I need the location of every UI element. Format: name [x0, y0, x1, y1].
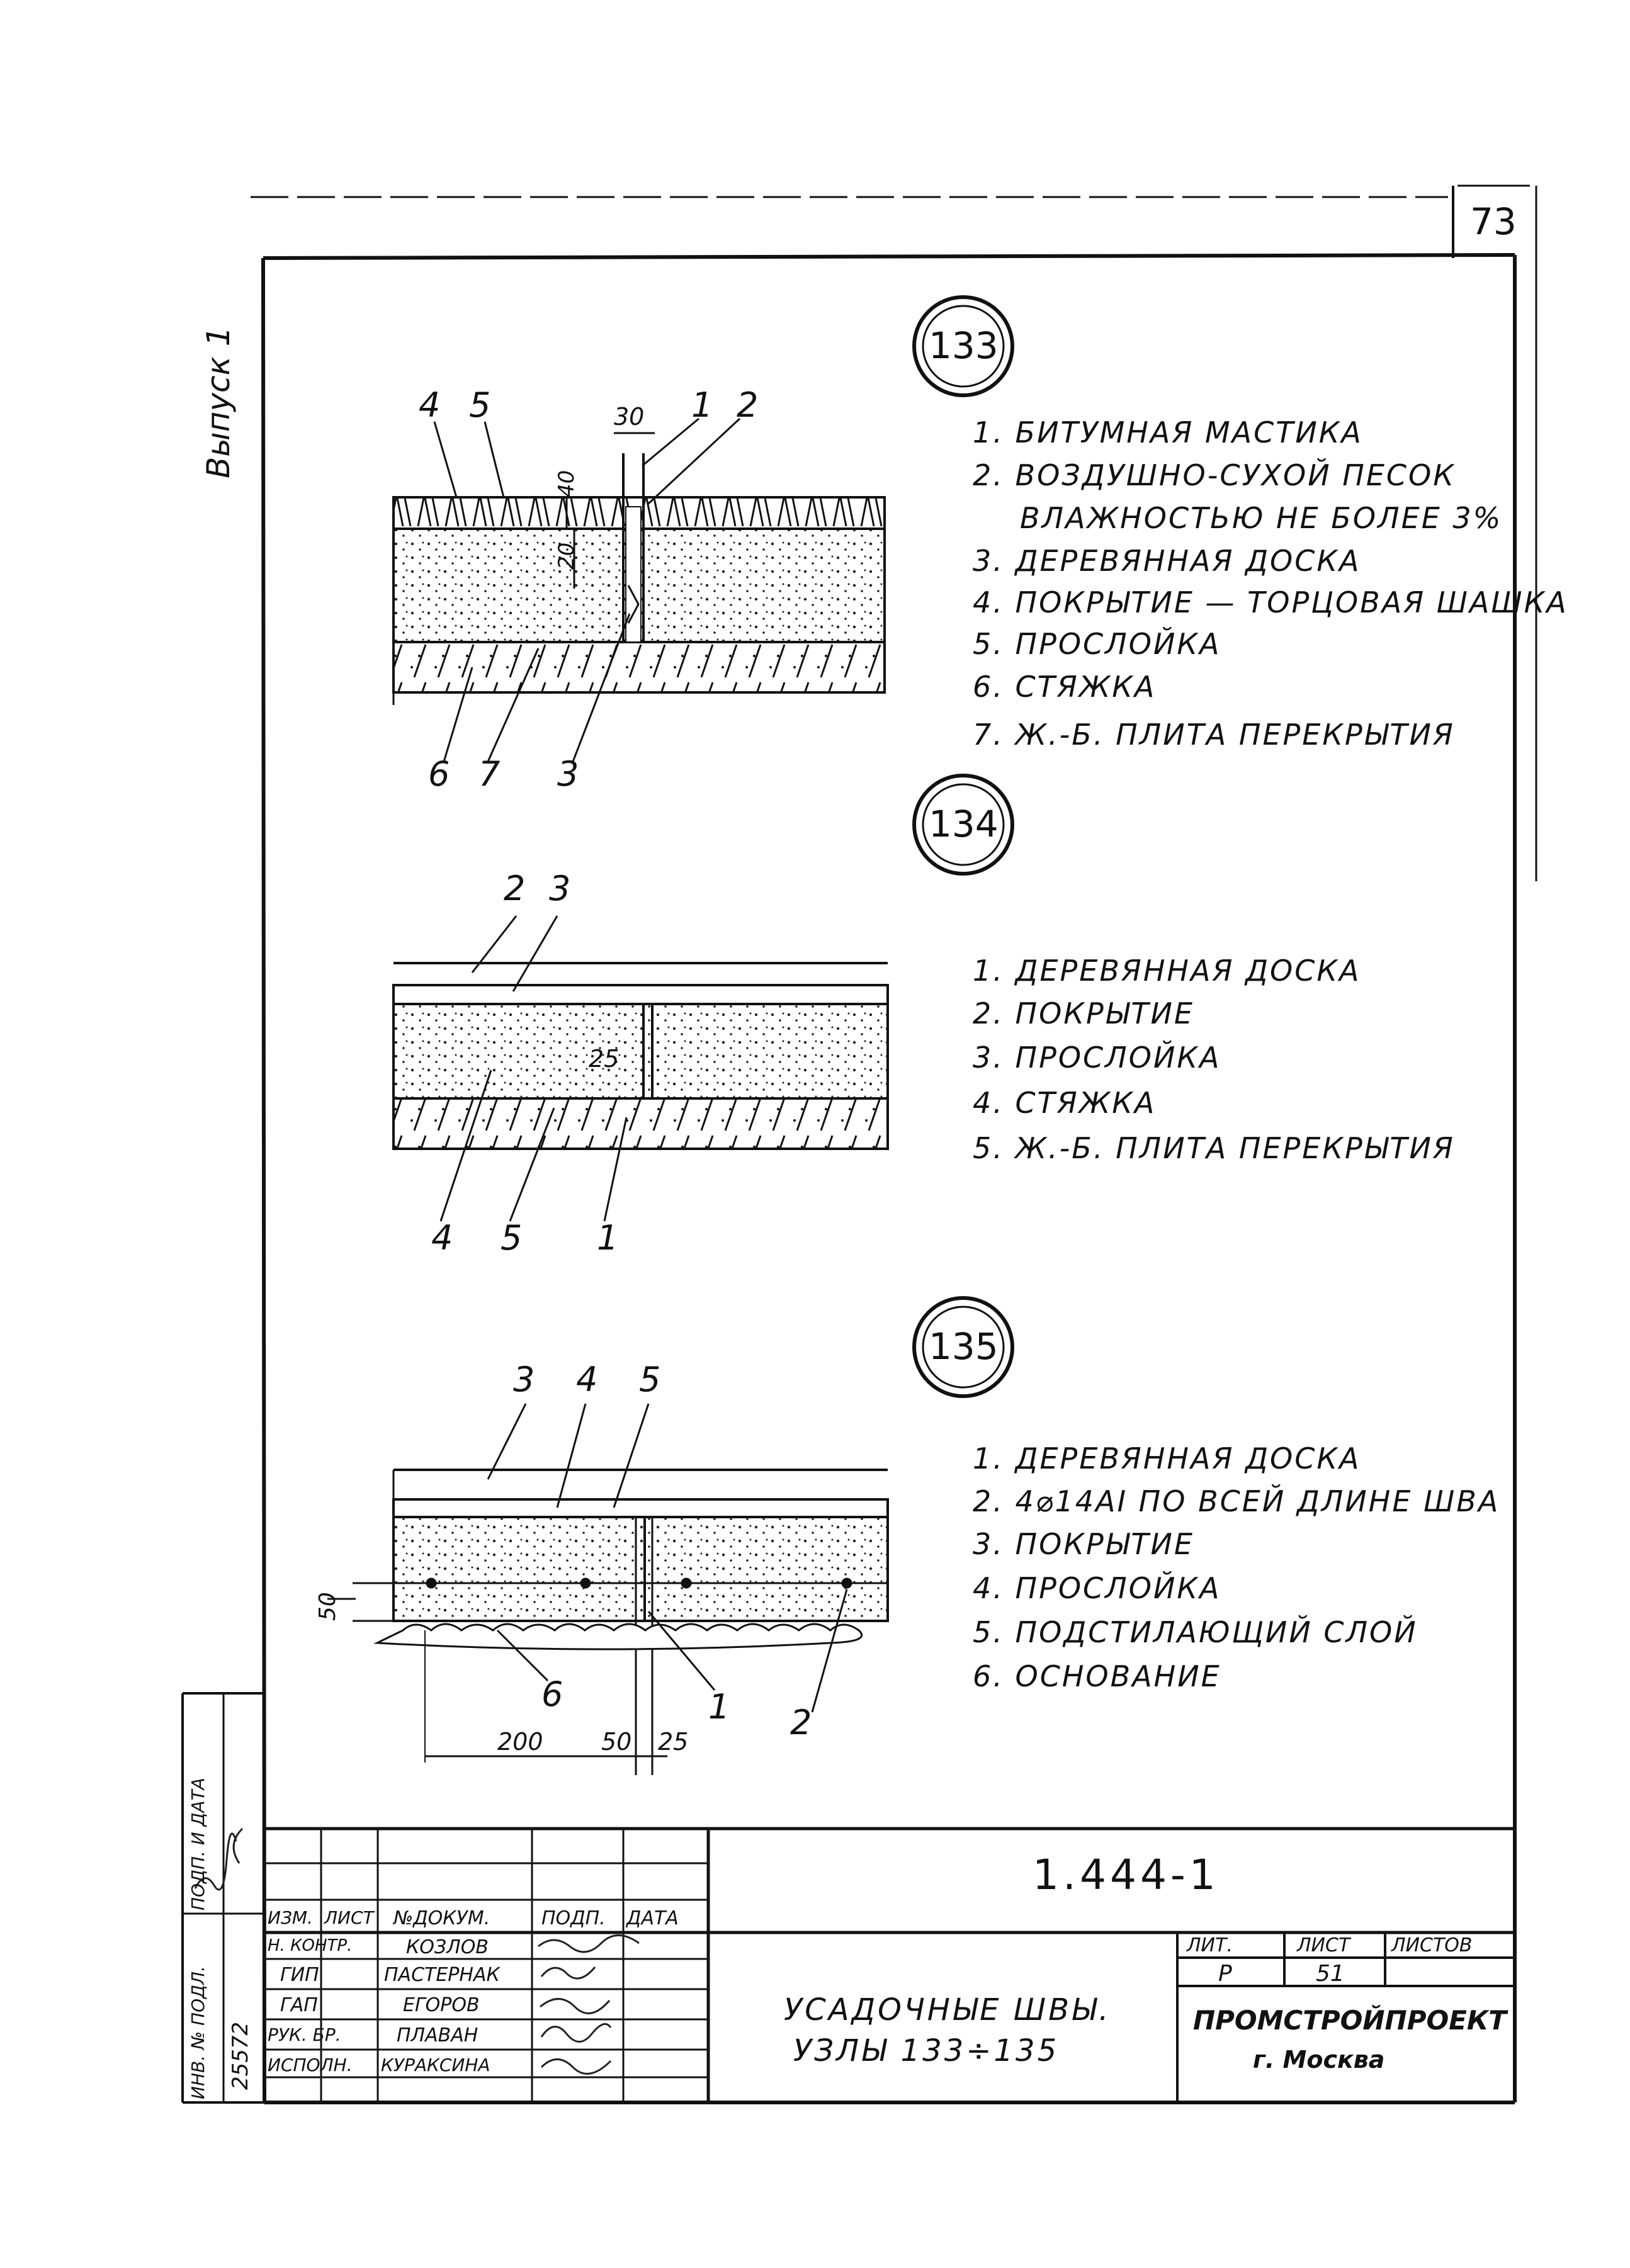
sheet-title-line2: Узлы 133÷135	[793, 2033, 1060, 2068]
staff-name: Козлов	[406, 1936, 489, 1958]
staff-role: Исполн.	[268, 2055, 353, 2075]
lit-value: Р	[1218, 1961, 1232, 1987]
node134-callout-3: 3	[549, 869, 571, 908]
node134-dim-25: 25	[589, 1045, 620, 1073]
title-block-grid	[181, 1692, 1515, 2104]
legend-item: 4. Прослойка	[973, 1571, 1221, 1605]
staff-name: Плаван	[397, 2024, 478, 2046]
node-circles	[912, 295, 1014, 1398]
node135-section	[327, 1403, 889, 1775]
legend-item: 5. Ж.-б. плита перекрытия	[973, 1131, 1455, 1165]
node133-callout-3: 3	[557, 754, 579, 794]
legend-item: 3. Покрытие	[973, 1527, 1194, 1561]
legend-item: 1. Битумная мастика	[973, 415, 1363, 449]
node135-callout-1: 1	[708, 1687, 730, 1727]
legend-item: 4. Покрытие — торцовая шашка	[973, 585, 1568, 619]
legend-item: 1. Деревянная доска	[973, 1441, 1361, 1475]
sheets-header: Листов	[1391, 1934, 1473, 1956]
sign-label: Подп. и дата	[188, 1778, 208, 1910]
staff-name: Егоров	[403, 1994, 480, 2016]
sheet-value: 51	[1316, 1961, 1345, 1987]
staff-role: ГАП	[280, 1994, 318, 2016]
staff-role: Н. контр.	[268, 1936, 353, 1955]
lit-header: Лит.	[1187, 1934, 1233, 1956]
inv-label: Инв. № подл.	[188, 1966, 208, 2099]
node135-dim-200: 200	[497, 1728, 543, 1756]
node133-callout-5: 5	[469, 385, 491, 425]
node134-callout-4: 4	[431, 1218, 453, 1258]
node134-callout-2: 2	[504, 869, 526, 908]
node135-callout-6: 6	[541, 1674, 563, 1714]
node133-number: 133	[929, 324, 999, 367]
node133-section	[392, 417, 886, 762]
legend-item: 5. Подстилающий слой	[973, 1615, 1418, 1649]
hdr-izm: Изм.	[268, 1907, 313, 1928]
node133-callout-2: 2	[737, 385, 759, 425]
node133-callout-6: 6	[428, 754, 450, 794]
legend-item: 2. 4⌀14АI по всей длине шва	[973, 1484, 1500, 1518]
node135-callout-3: 3	[513, 1360, 535, 1399]
node135-number: 135	[929, 1325, 999, 1368]
hdr-sign: Подп.	[541, 1907, 606, 1929]
inv-value: 25572	[228, 2021, 253, 2090]
node134-callout-1: 1	[597, 1218, 619, 1258]
sheet-frame	[251, 184, 1537, 2104]
node133-callout-1: 1	[691, 385, 713, 425]
node135-callout-4: 4	[576, 1360, 598, 1399]
hdr-docnum: №докум.	[393, 1907, 490, 1929]
legend-item: 4. Стяжка	[973, 1086, 1157, 1120]
org-name: ПРОМСТРОЙПРОЕКТ	[1193, 2005, 1507, 2036]
staff-name: Кураксина	[381, 2055, 490, 2075]
staff-name: Пастернак	[384, 1964, 500, 1986]
legend-item: 7. Ж.-б. плита перекрытия	[973, 718, 1455, 752]
org-city: г. Москва	[1253, 2046, 1385, 2073]
legend-item: 2. Покрытие	[973, 996, 1194, 1030]
legend-item: влажностью не более 3%	[1020, 501, 1503, 535]
staff-role: ГИП	[280, 1964, 319, 1986]
node133-callout-4: 4	[419, 385, 441, 425]
page-number: 73	[1470, 200, 1517, 243]
staff-role: Рук. бр.	[268, 2024, 341, 2045]
legend-item: 2. Воздушно-сухой песок	[973, 458, 1456, 492]
node135-callout-5: 5	[639, 1360, 661, 1399]
node133-callout-7: 7	[478, 754, 501, 794]
node134-section	[392, 915, 889, 1222]
node135-dim-25: 25	[658, 1728, 689, 1756]
hdr-date: Дата	[626, 1907, 679, 1929]
legend-item: 5. Прослойка	[973, 627, 1221, 661]
node134-number: 134	[929, 803, 999, 845]
legend-item: 6. Основание	[973, 1659, 1221, 1693]
node135-dim-50: 50	[601, 1728, 632, 1756]
legend-item: 6. Стяжка	[973, 670, 1157, 704]
hdr-list: Лист	[324, 1907, 374, 1928]
legend-item: 3. Прослойка	[973, 1041, 1221, 1075]
node135-callout-2: 2	[790, 1703, 812, 1742]
legend-item: 3. Деревянная доска	[973, 544, 1361, 578]
sheet-title-line1: Усадочные швы.	[784, 1992, 1111, 2028]
sheet-header: Лист	[1297, 1934, 1350, 1956]
doc-code: 1.444-1	[1033, 1851, 1220, 1899]
legend-item: 1. Деревянная доска	[973, 954, 1361, 988]
node134-callout-5: 5	[501, 1218, 523, 1258]
node133-dim-30: 30	[614, 403, 645, 431]
